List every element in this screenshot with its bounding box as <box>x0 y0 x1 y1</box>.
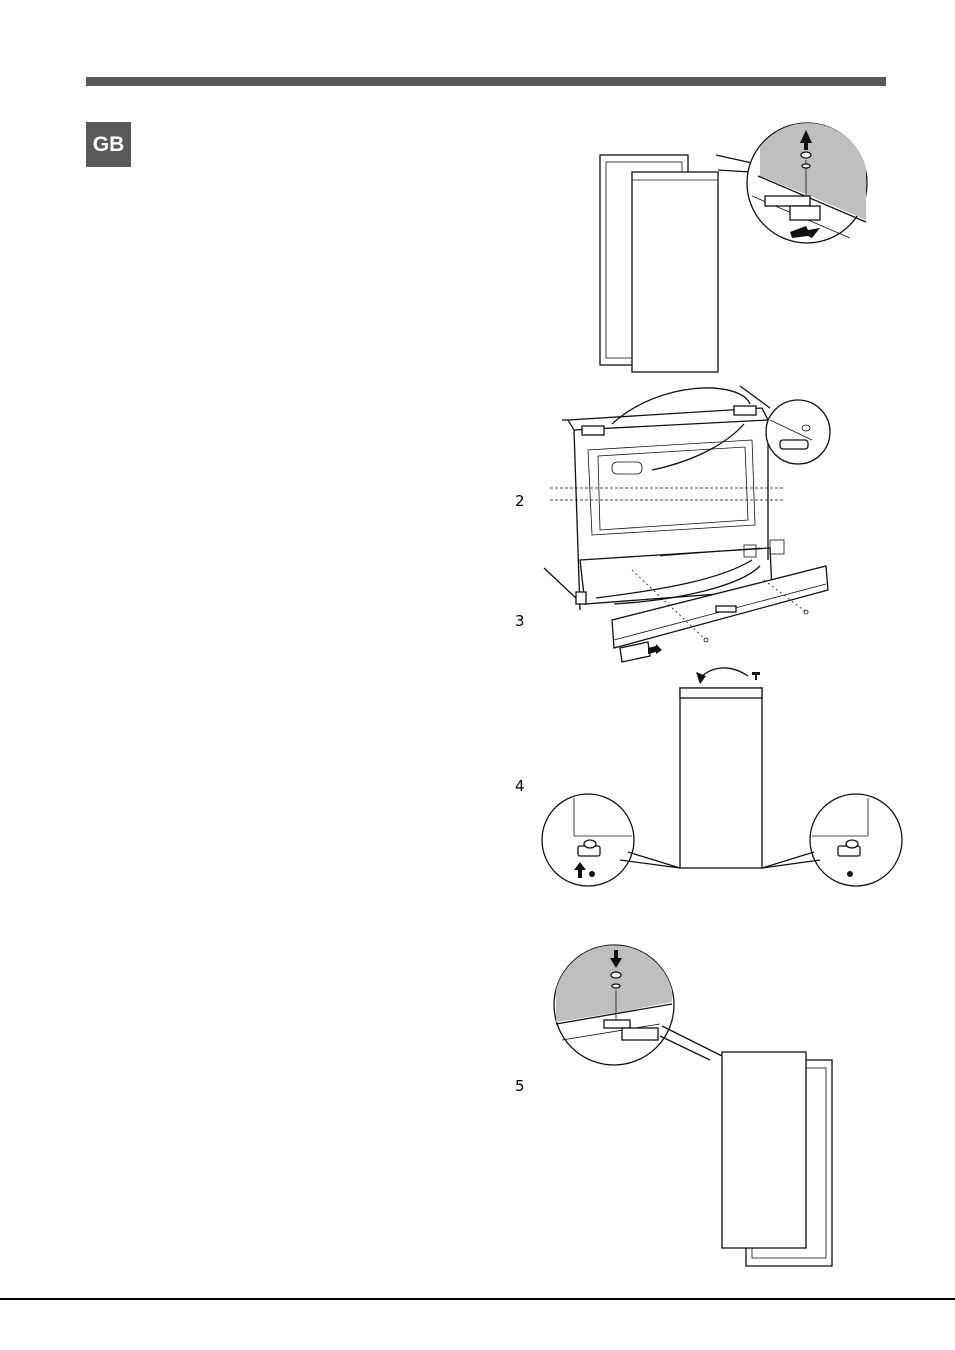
door-rotation-and-bottom-pivot-icon <box>542 668 902 886</box>
door-removal-top-hinge-icon <box>600 123 867 372</box>
door-refit-top-hinge-icon <box>554 945 832 1266</box>
footer-rule <box>0 1298 955 1300</box>
hinge-swap-and-plinth-icon <box>544 386 830 662</box>
